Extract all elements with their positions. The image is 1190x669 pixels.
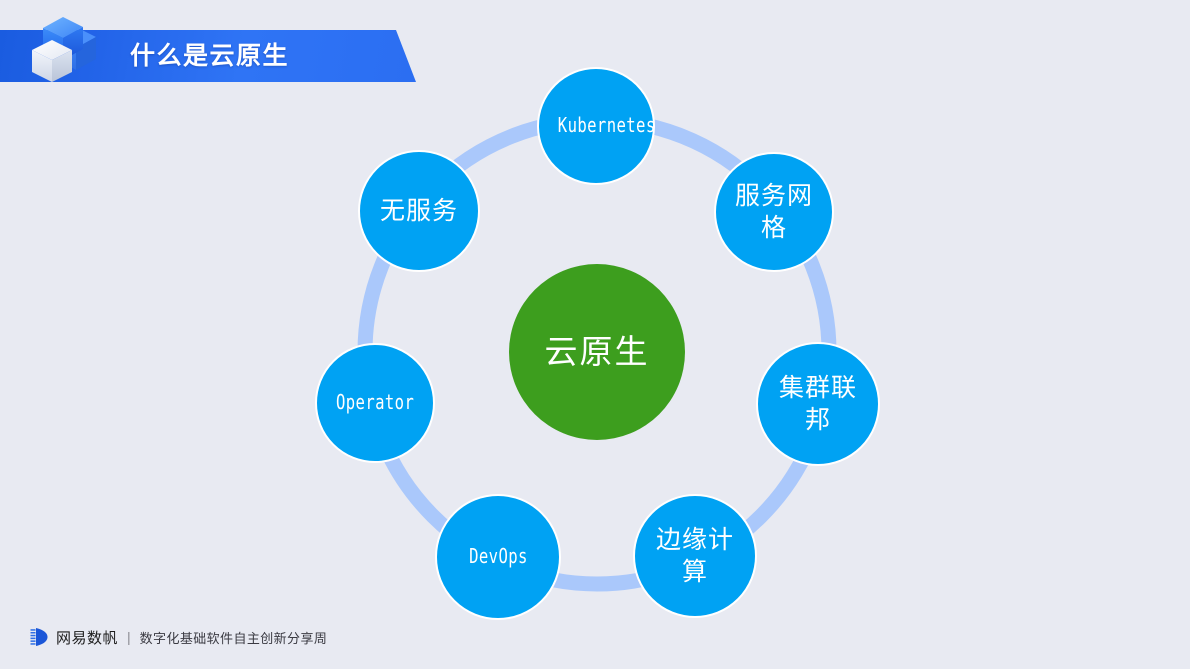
node-cluster-federation[interactable]: 集群联邦 [756,342,880,466]
node-devops[interactable]: DevOps [435,494,561,620]
footer-separator: | [127,629,131,645]
footer: 网易数帆 | 数字化基础软件自主创新分享周 [28,625,327,649]
center-node-cloud-native[interactable]: 云原生 [509,264,685,440]
node-operator-label: Operator [336,390,415,415]
node-cluster-federation-label: 集群联邦 [778,374,857,434]
node-operator[interactable]: Operator [315,343,435,463]
page-title: 什么是云原生 [130,42,290,70]
cube-stack-icon [26,12,96,84]
node-kubernetes-label: Kubernetes [557,113,656,138]
node-edge-computing-label: 边缘计算 [655,526,734,586]
netease-sail-icon [28,626,50,648]
node-serverless[interactable]: 无服务 [358,150,480,272]
footer-brand: 网易数帆 [56,629,119,647]
node-serverless-label: 无服务 [379,197,458,225]
node-edge-computing[interactable]: 边缘计算 [633,494,757,618]
footer-tagline: 数字化基础软件自主创新分享周 [139,630,328,646]
node-service-mesh[interactable]: 服务网格 [714,152,834,272]
center-node-label: 云原生 [544,332,650,370]
node-kubernetes[interactable]: Kubernetes [537,67,655,185]
node-devops-label: DevOps [468,544,528,569]
node-service-mesh-label: 服务网格 [734,182,813,242]
